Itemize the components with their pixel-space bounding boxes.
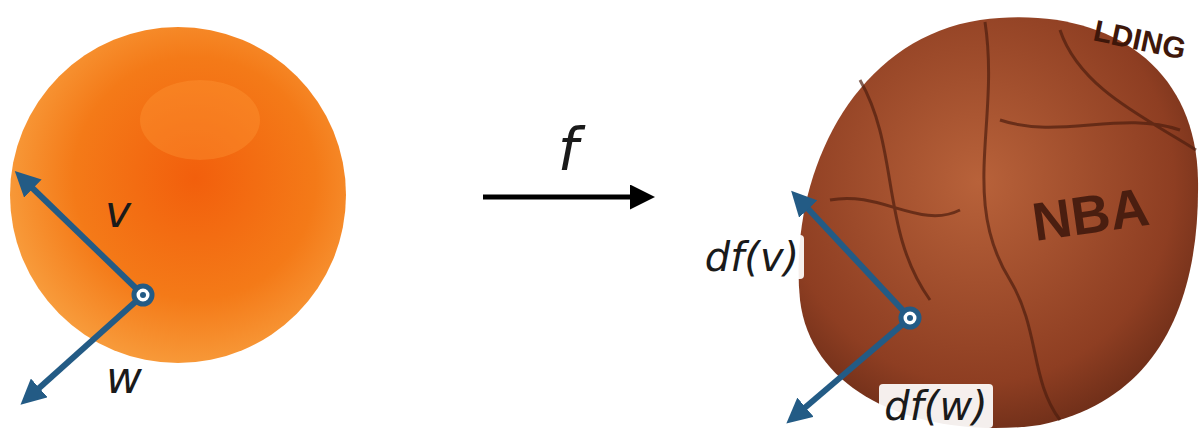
image-point	[901, 309, 919, 327]
vector-label: w	[106, 356, 142, 400]
base-point	[134, 286, 152, 304]
vector-label: df(w)	[879, 384, 992, 428]
vector-label: v	[105, 190, 131, 234]
orange-highlight	[140, 80, 260, 160]
map-arrow	[483, 195, 645, 200]
base-point-center	[140, 292, 146, 298]
ball-crease	[830, 22, 1196, 420]
pushforward-vector	[798, 198, 910, 318]
tangent-vector	[22, 178, 143, 295]
map-label: f	[558, 121, 578, 179]
image-point-center	[907, 315, 913, 321]
vector-label: df(v)	[700, 235, 804, 279]
deflated-ball-picture	[799, 17, 1199, 428]
orange-picture	[10, 27, 346, 363]
